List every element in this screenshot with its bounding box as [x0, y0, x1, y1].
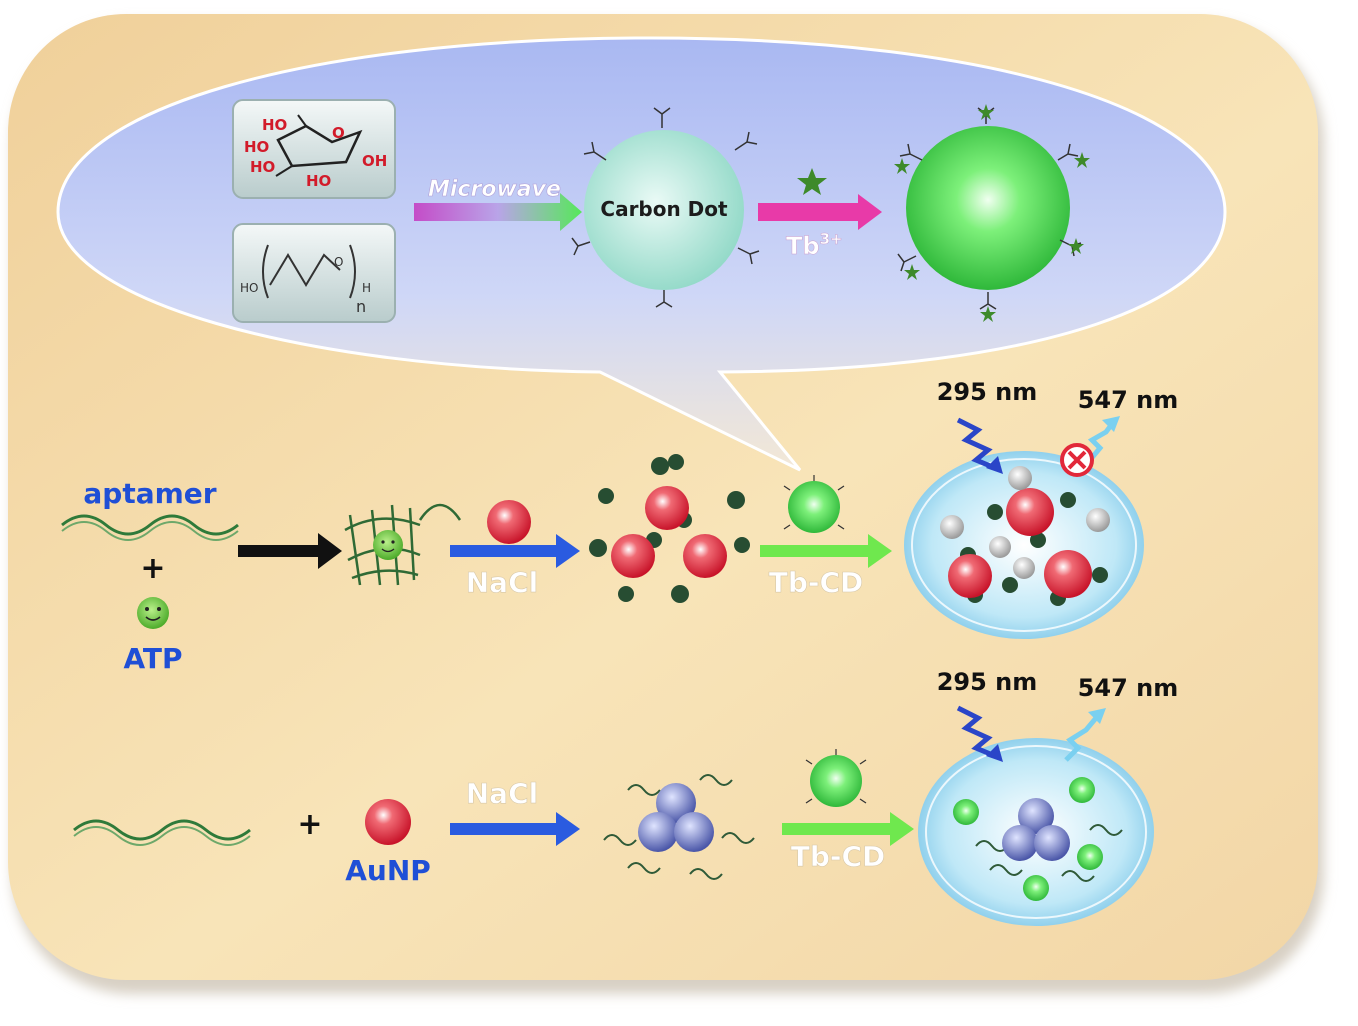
glucose-ho-1: HO [262, 116, 287, 134]
tb-arrow [758, 194, 882, 230]
row2-tbcd-arrow [782, 812, 914, 846]
row1-excitation-arrowhead-icon [986, 456, 1003, 474]
row2-excitation-arrowhead-icon [986, 744, 1003, 762]
aptamer-atp-complex [344, 503, 462, 586]
row1-tbcd-arrow [760, 534, 892, 568]
row1-emission-icon [1087, 422, 1114, 462]
tb-label: Tb3+ [786, 230, 843, 260]
row1-emission-arrowhead-icon [1102, 416, 1120, 432]
glucose-molecule-box: HO HO HO HO OH O [232, 99, 396, 199]
row2-tbcd-label: Tb-CD [791, 840, 886, 873]
carbon-dot-label: Carbon Dot [600, 197, 728, 221]
row1-aunp [487, 500, 531, 544]
row1-aptamer-strand [61, 514, 239, 541]
tb-star-icon [797, 168, 827, 195]
row1-nacl-arrow [450, 534, 580, 568]
row1-emission-label: 547 nm [1078, 386, 1179, 414]
row2-result-dish [918, 738, 1154, 926]
microwave-arrow [414, 193, 582, 231]
row1-excitation-icon [956, 417, 1001, 473]
glucose-oh: OH [362, 152, 387, 170]
binding-arrow [238, 533, 342, 569]
row1-result-dish [904, 451, 1144, 639]
glucose-ring-o: O [332, 124, 345, 142]
row2-plus: + [297, 807, 322, 842]
row2-emission-arrowhead-icon [1088, 708, 1106, 724]
row2-excitation-label: 295 nm [937, 668, 1038, 696]
row2-tbcd-small [805, 749, 867, 807]
row2-aptamer-strand [73, 819, 251, 846]
row2-emission-label: 547 nm [1078, 674, 1179, 702]
row1-tbcd-label: Tb-CD [769, 566, 864, 599]
row1-excitation-label: 295 nm [937, 378, 1038, 406]
row2-nacl-arrow [450, 812, 580, 846]
aunp-label: AuNP [345, 854, 431, 887]
row1-tbcd-small [783, 475, 845, 533]
peg-ho: HO [240, 281, 258, 295]
microwave-label: Microwave [428, 177, 561, 202]
row2-aunp [365, 799, 411, 845]
row2-excitation-icon [956, 705, 1001, 761]
glucose-ho-2: HO [244, 138, 269, 156]
atp-smiley-icon [137, 597, 169, 629]
glucose-ho-4: HO [306, 172, 331, 190]
row2-emission-icon [1064, 716, 1098, 762]
row1-stabilized-aunps [589, 454, 750, 603]
aptamer-label: aptamer [83, 477, 216, 510]
peg-o: O [334, 255, 343, 269]
peg-h: H [362, 281, 371, 295]
peg-molecule-box: HO O H n [232, 223, 396, 323]
atp-label: ATP [123, 642, 182, 675]
row1-plus: + [140, 551, 165, 586]
row1-nacl-label: NaCl [466, 566, 538, 599]
row2-nacl-label: NaCl [466, 777, 538, 810]
row2-aggregated-aunps [603, 774, 755, 880]
tb-carbon-dot [894, 104, 1090, 322]
carbon-dot: Carbon Dot [571, 107, 760, 308]
peg-n: n [356, 297, 366, 316]
glucose-ho-3: HO [250, 158, 275, 176]
blocked-icon [1060, 443, 1094, 477]
